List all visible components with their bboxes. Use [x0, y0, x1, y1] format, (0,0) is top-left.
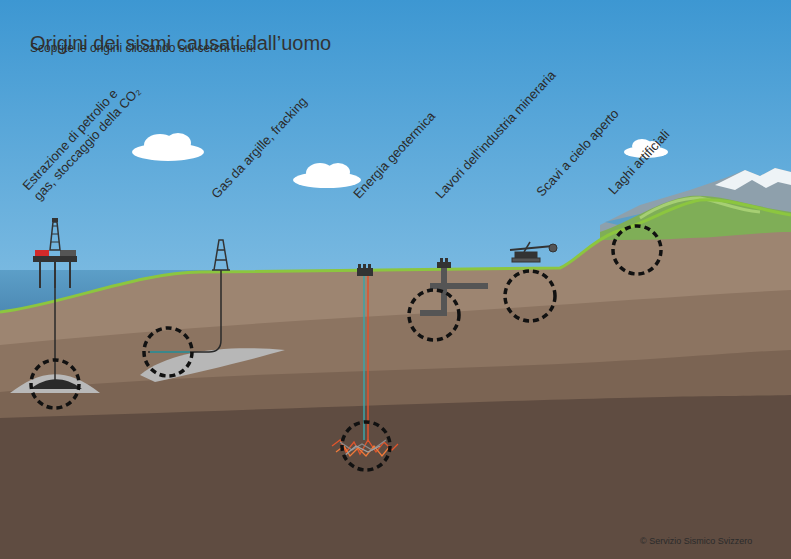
oil [30, 379, 82, 389]
dashed-circle [31, 226, 661, 470]
category-label: Estrazione di petrolio e gas, stoccaggio… [20, 68, 150, 204]
excavator [510, 242, 557, 262]
snow [715, 168, 791, 190]
surface-line [0, 200, 791, 312]
category-label: Gas da argille, fracking [209, 95, 311, 202]
well [54, 285, 56, 380]
ground-layer [0, 290, 791, 559]
oil-platform [33, 218, 77, 288]
category-label: Laghi artificiali [606, 128, 673, 198]
category-label: Energia geotermica [351, 109, 439, 202]
mine [420, 258, 488, 316]
ground-layer [0, 350, 791, 559]
subtitle: Scoprite le origini cliccando sui cerchi… [30, 42, 256, 56]
geothermal-plant [357, 264, 373, 276]
ground-layer [0, 395, 791, 559]
injection-well [363, 276, 365, 440]
drilling-rig [212, 240, 230, 270]
production-well [367, 276, 369, 440]
well [148, 270, 221, 352]
copyright: © Servizio Sismico Svizzero [640, 536, 752, 546]
ground-layer [0, 200, 791, 559]
frac-zone [150, 351, 190, 353]
